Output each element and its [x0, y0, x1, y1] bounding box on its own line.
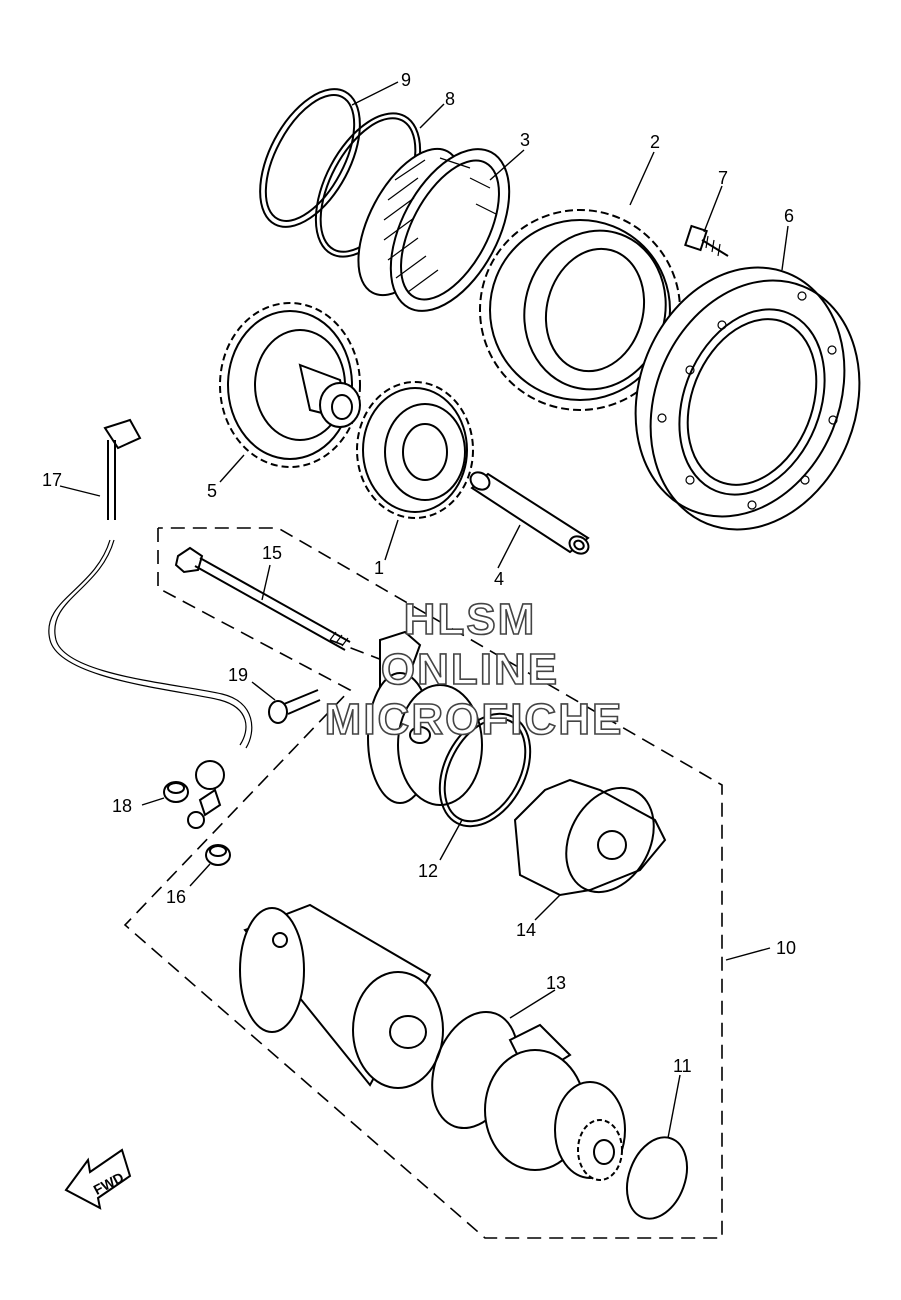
callout-19: 19: [228, 665, 248, 685]
callout-15: 15: [262, 543, 282, 563]
part-5-idler-gear: [219, 302, 361, 468]
part-19-bolt: [268, 689, 321, 724]
callout-9: 9: [401, 70, 411, 90]
assembly-outline-dashed: [123, 527, 723, 1239]
part-11-o-ring: [626, 1136, 688, 1220]
fwd-direction-arrow: FWD: [64, 1148, 132, 1210]
part-12-o-ring: [438, 712, 532, 828]
callout-4: 4: [494, 569, 504, 589]
part-18-nut: [163, 781, 189, 803]
part-7-bolt: [684, 224, 729, 257]
starter-front-cover: [367, 630, 483, 806]
part-3-one-way-clutch: [357, 147, 511, 312]
watermark-line-1: HLSM: [404, 595, 537, 644]
part-17-lead-wire: [48, 418, 253, 829]
part-1-gear: [356, 381, 474, 519]
watermark: HLSM ONLINE MICROFICHE: [324, 594, 624, 745]
starter-motor-body: [239, 903, 444, 1089]
part-15-long-bolt: [174, 546, 351, 651]
callout-18: 18: [112, 796, 132, 816]
callout-5: 5: [207, 481, 217, 501]
callout-7: 7: [718, 168, 728, 188]
leader-lines: [59, 81, 789, 1139]
callout-16: 16: [166, 887, 186, 907]
callout-13: 13: [546, 973, 566, 993]
callout-14: 14: [516, 920, 536, 940]
starter-rear-cover: [484, 1023, 626, 1181]
callout-2: 2: [650, 132, 660, 152]
watermark-line-2: ONLINE: [381, 645, 559, 694]
callout-1: 1: [374, 558, 384, 578]
part-16-nut: [205, 844, 231, 866]
callout-8: 8: [445, 89, 455, 109]
callout-12: 12: [418, 861, 438, 881]
callout-numbers: 1 2 3 4 5 6 7 8 9 10 11 12 13 14 15 16 1…: [42, 70, 796, 1076]
part-2-starter-wheel-gear: [479, 209, 681, 411]
part-4-shaft: [469, 471, 590, 555]
callout-10: 10: [776, 938, 796, 958]
watermark-line-3: MICROFICHE: [325, 695, 624, 744]
callout-6: 6: [784, 206, 794, 226]
part-6-clutch-housing: [634, 266, 861, 531]
part-14-brush-holder: [513, 778, 667, 897]
callout-3: 3: [520, 130, 530, 150]
callout-11: 11: [673, 1056, 692, 1076]
callout-17: 17: [42, 470, 62, 490]
part-9-circlip: [259, 88, 361, 228]
